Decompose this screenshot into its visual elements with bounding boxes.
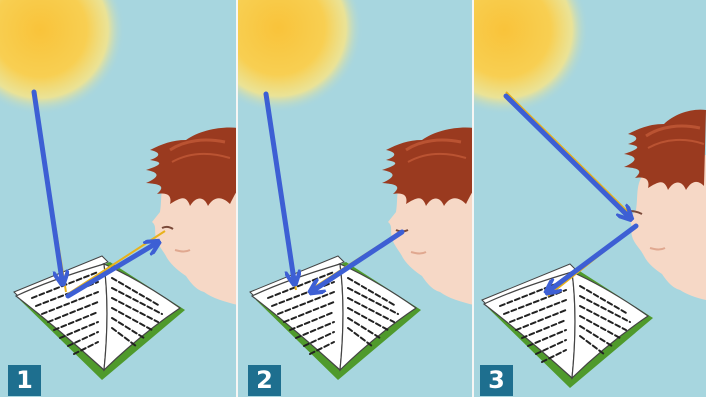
panel-1: 1: [0, 0, 238, 397]
panel-1-illustration: [0, 0, 238, 397]
panel-number-badge: 1: [8, 365, 41, 396]
panel-2: 2: [238, 0, 474, 397]
panel-number-badge: 3: [480, 365, 513, 396]
panel-3: 3: [474, 0, 706, 397]
panel-2-illustration: [238, 0, 474, 397]
panel-number-badge: 2: [248, 365, 281, 396]
panel-3-illustration: [474, 0, 706, 397]
